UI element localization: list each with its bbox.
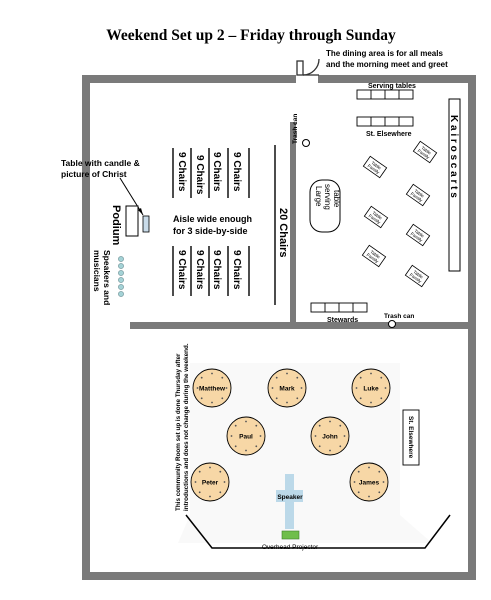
wall-right — [468, 75, 476, 580]
chair-label: 9 Chairs — [211, 152, 222, 192]
svg-text:Table: Table — [371, 210, 383, 221]
wall-bottom — [82, 572, 476, 580]
svg-text:Table: Table — [420, 145, 432, 156]
wall-top-right — [318, 75, 476, 83]
family-table: Table Family — [363, 205, 389, 229]
trash-can-top — [302, 139, 310, 147]
svg-text:John: John — [322, 434, 338, 441]
aisle-note-line-2: for 3 side-by-side — [173, 226, 248, 236]
podium-label: Podium — [110, 205, 122, 246]
family-table: Table Family — [404, 264, 430, 288]
svg-text:table: table — [332, 190, 341, 208]
trash-can-top-label: Trash can — [292, 114, 299, 144]
round-table-peter: Peter — [190, 462, 230, 502]
round-tables: Matthew Mark Luke Paul John Peter — [190, 368, 391, 502]
serving-tables-label: Serving tables — [368, 83, 416, 90]
speaker-cross — [276, 474, 303, 529]
wall-left — [82, 75, 90, 580]
family-tables: Table Family Table Family Table Family T… — [361, 140, 438, 288]
round-table-james: James — [349, 462, 389, 502]
svg-text:Table: Table — [413, 188, 425, 199]
speakers-note-line-2: musicians — [92, 250, 102, 292]
svg-text:Table: Table — [370, 160, 382, 171]
speakers-note-line-1: Speakers and — [102, 250, 112, 305]
kairos-carts-label: K a i r o s c a r t s — [448, 115, 459, 198]
svg-text:Peter: Peter — [202, 480, 219, 487]
svg-text:This community Room set up is: This community Room set up is done Thurs… — [175, 353, 182, 511]
large-serving-table-label: Large serving table — [314, 184, 341, 210]
page-title: Weekend Set up 2 – Friday through Sunday — [106, 27, 396, 44]
stewards-table — [310, 302, 368, 313]
svg-text:Paul: Paul — [239, 434, 253, 441]
svg-text:serving: serving — [323, 184, 332, 210]
family-table: Table Family — [405, 183, 431, 207]
family-table: Table Family — [361, 244, 387, 268]
family-table: Table Family — [412, 140, 438, 164]
candle-pointer — [119, 177, 144, 216]
podium — [125, 205, 139, 237]
community-room-front-wall — [185, 514, 451, 549]
chair-label: 9 Chairs — [194, 250, 205, 290]
overhead-projector-label: Overhead Projector — [262, 544, 319, 551]
svg-text:Luke: Luke — [363, 386, 379, 393]
chair-label: 9 Chairs — [176, 152, 187, 192]
community-note: This community Room set up is done Thurs… — [175, 343, 190, 511]
round-table-matthew: Matthew — [192, 368, 232, 408]
dining-note-line-2: and the morning meet and greet — [326, 60, 448, 69]
trash-can-bottom-label: Trash can — [384, 313, 414, 320]
candle-note-line-2: picture of Christ — [61, 169, 127, 179]
round-table-mark: Mark — [267, 368, 307, 408]
trash-can-bottom — [388, 320, 396, 328]
family-table: Table Family — [405, 223, 431, 247]
candle-pointer-head — [138, 208, 143, 215]
wall-dining-partition — [290, 122, 296, 327]
chair-label: 9 Chairs — [194, 155, 205, 195]
chair-row-lines — [172, 145, 276, 305]
svg-text:James: James — [359, 480, 380, 487]
side-chairs-label: 20 Chairs — [277, 208, 289, 258]
round-table-paul: Paul — [226, 416, 266, 456]
wall-community-partition — [130, 322, 468, 329]
candle-note-line-1: Table with candle & — [61, 158, 140, 168]
aisle-note-line-1: Aisle wide enough — [173, 214, 252, 224]
svg-text:Large: Large — [314, 186, 323, 207]
svg-text:Matthew: Matthew — [199, 386, 226, 393]
chair-label: 9 Chairs — [211, 250, 222, 290]
serving-tables — [356, 89, 414, 127]
svg-text:Table: Table — [413, 228, 425, 239]
round-table-john: John — [310, 416, 350, 456]
svg-text:introductions and does not cha: introductions and does not change during… — [183, 343, 190, 511]
st-elsewhere-top-label: St. Elsewhere — [366, 131, 412, 138]
st-elsewhere-community-label: St. Elsewhere — [407, 416, 414, 459]
svg-text:Mark: Mark — [279, 386, 295, 393]
speaker-label: Speaker — [277, 494, 303, 501]
overhead-projector — [281, 530, 300, 540]
chair-label: 9 Chairs — [231, 250, 242, 290]
wall-top-left — [82, 75, 296, 83]
chair-label: 9 Chairs — [231, 152, 242, 192]
building-walls — [82, 75, 476, 580]
large-serving-table — [309, 179, 341, 233]
dining-note-line-1: The dining area is for all meals — [326, 49, 443, 58]
kairos-carts — [448, 98, 461, 272]
speaker-dots — [118, 256, 124, 297]
chair-label: 9 Chairs — [176, 250, 187, 290]
family-table: Table Family — [362, 155, 388, 179]
round-table-luke: Luke — [351, 368, 391, 408]
door — [296, 58, 320, 76]
svg-text:Table: Table — [412, 269, 424, 280]
st-elsewhere-community — [402, 409, 420, 466]
chapel-chair-rows: 9 Chairs 9 Chairs 9 Chairs 9 Chairs 9 Ch… — [176, 152, 242, 290]
svg-text:Table: Table — [369, 249, 381, 260]
candle-table — [142, 215, 150, 233]
stewards-label: Stewards — [327, 317, 358, 324]
